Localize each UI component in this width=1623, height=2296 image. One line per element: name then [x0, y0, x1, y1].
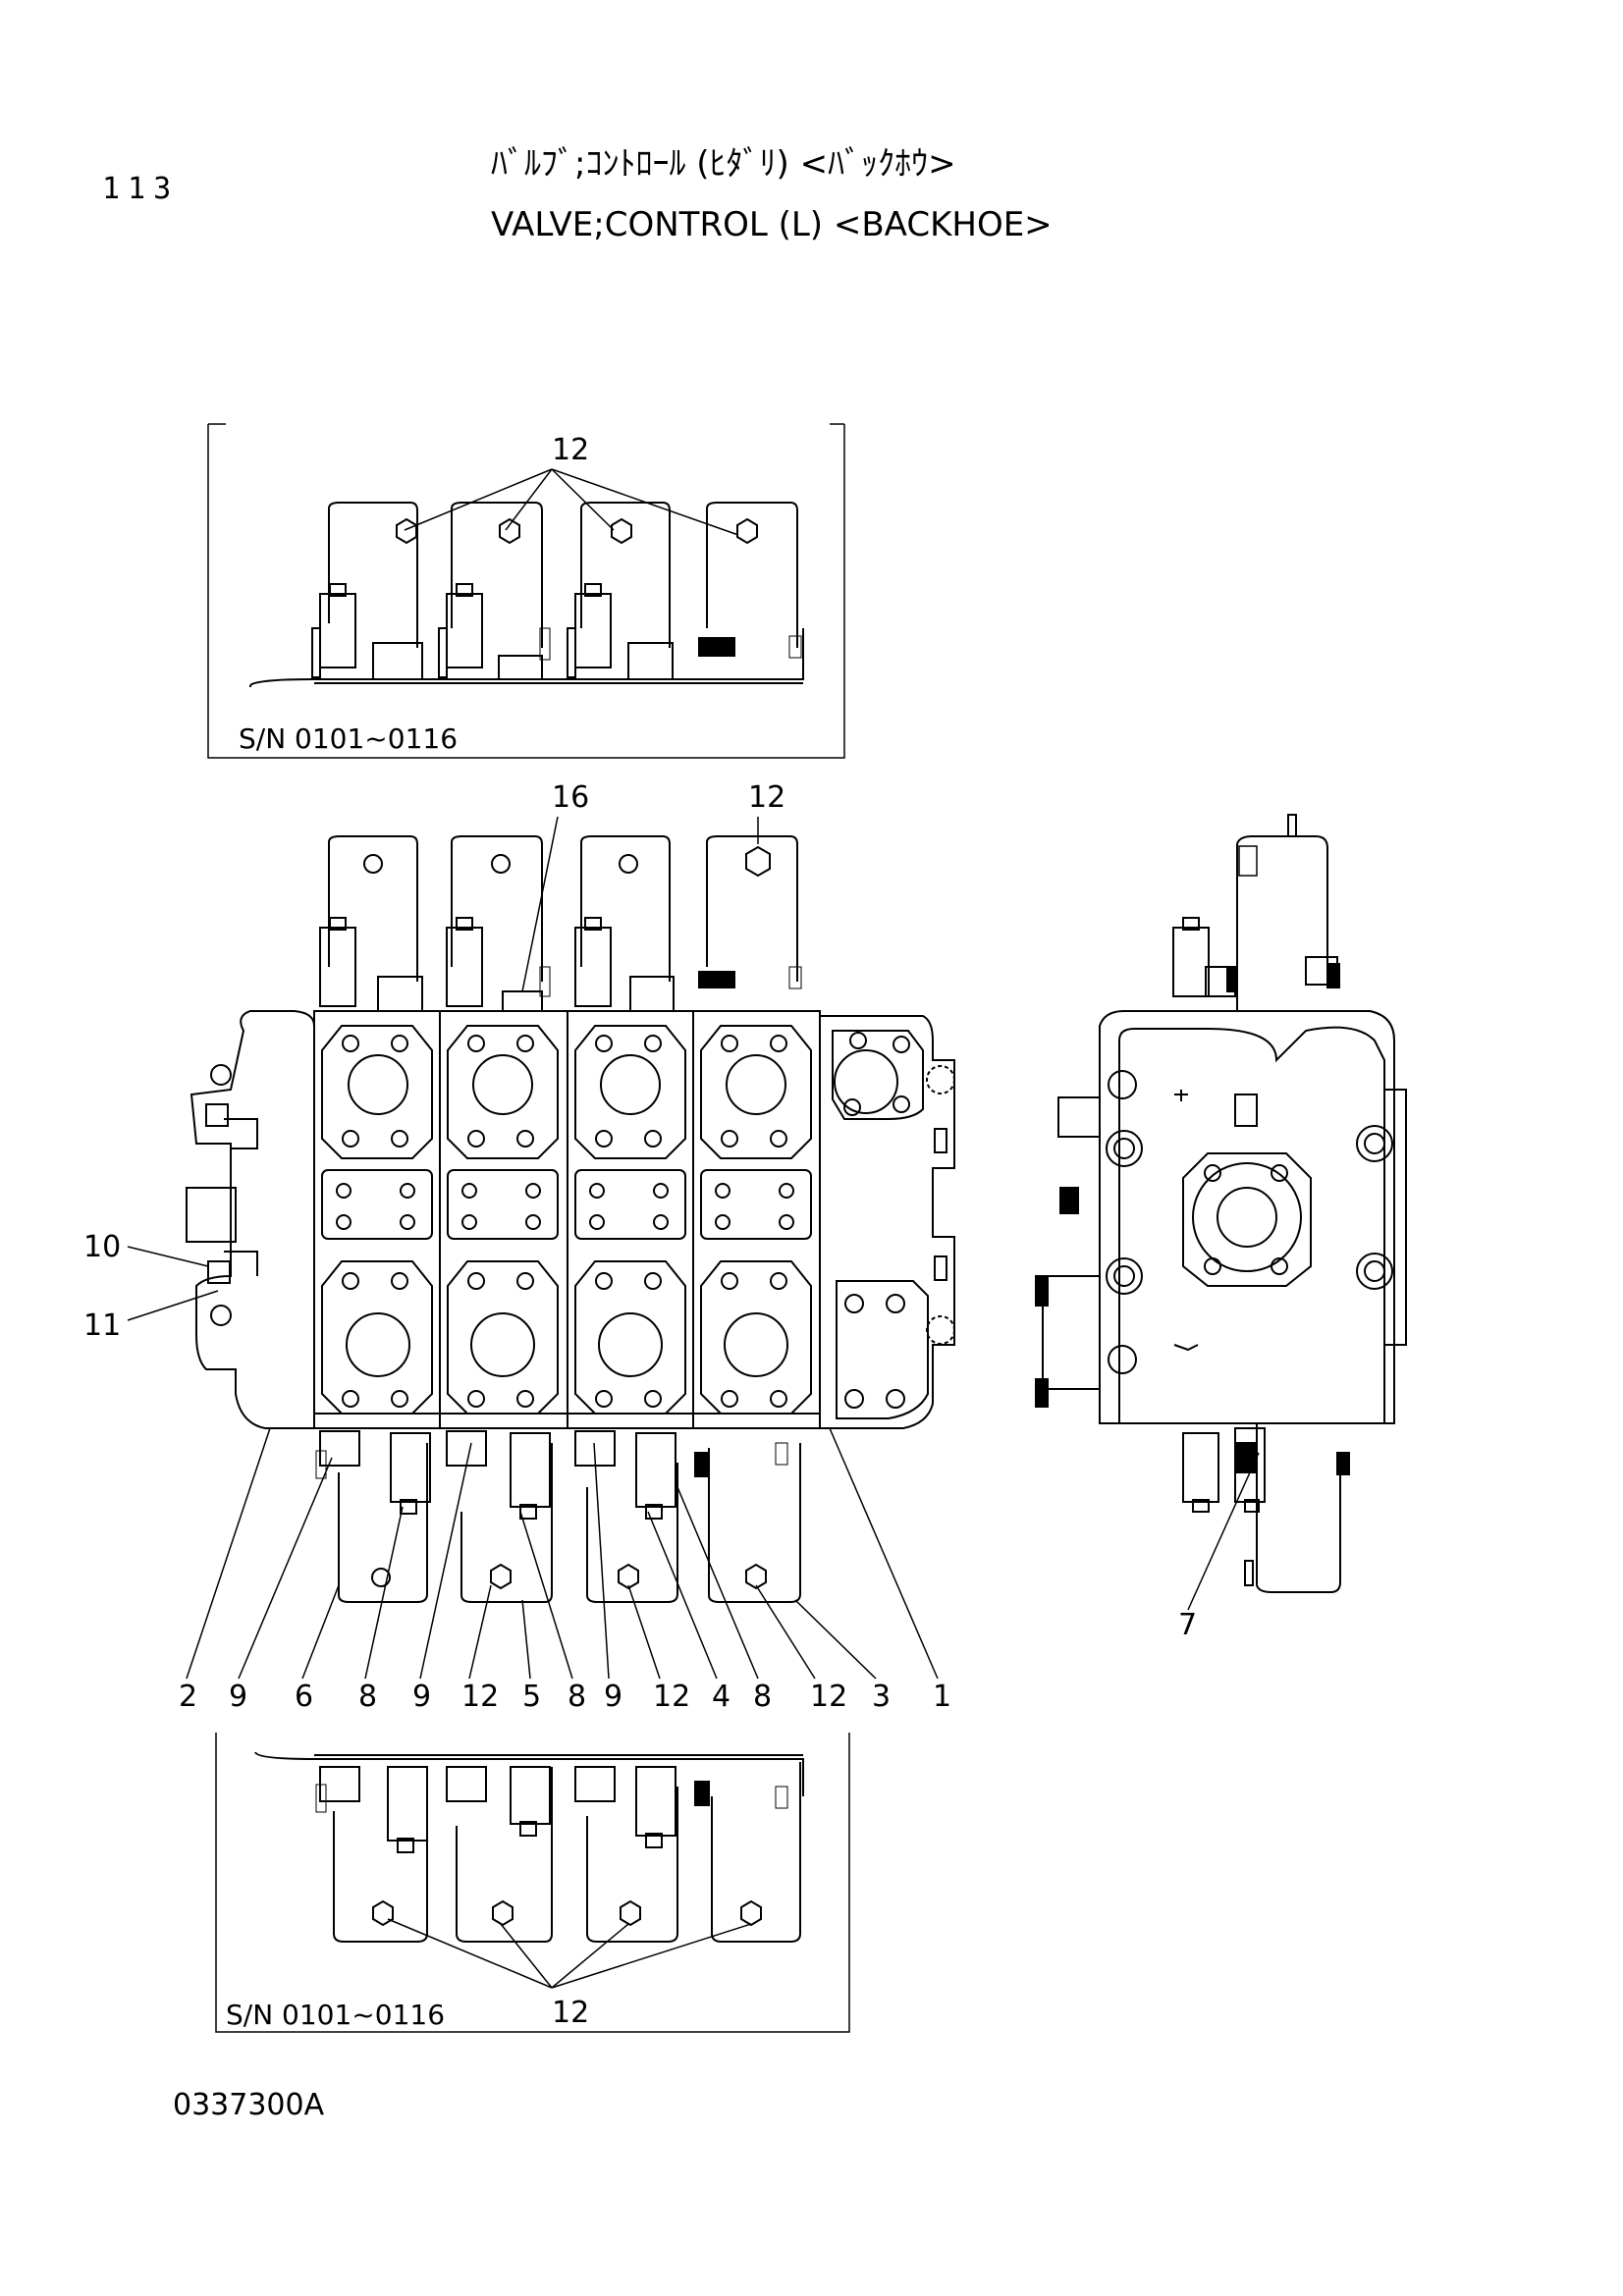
callout-8: 8	[753, 1680, 772, 1714]
callout-1: 1	[933, 1680, 951, 1714]
callout-11: 11	[83, 1308, 121, 1343]
top-inset-fittings	[311, 583, 802, 680]
callout-9: 9	[412, 1680, 431, 1714]
title-japanese: ﾊﾞﾙﾌﾞ;ｺﾝﾄﾛｰﾙ (ﾋﾀﾞﾘ) <ﾊﾞｯｸﾎｳ>	[491, 144, 956, 184]
bottom-inset: S/N 0101~0116 12	[215, 1733, 850, 2033]
callout-5: 5	[522, 1680, 541, 1714]
bottom-inset-frame	[215, 1733, 850, 2033]
callout-12: 12	[810, 1680, 847, 1714]
callout-9: 9	[604, 1680, 622, 1714]
bottom-inset-callout-12: 12	[552, 1996, 589, 2030]
callout-8: 8	[568, 1680, 586, 1714]
side-view: 7	[1035, 814, 1407, 1642]
callout-3: 3	[872, 1680, 891, 1714]
section-1	[321, 1025, 433, 1415]
drawing-number: 0337300A	[173, 2088, 325, 2122]
callout-10: 10	[83, 1230, 121, 1264]
main-view: 16 12 10 11 2 9 6 8 9 12 5 8 9 12 4 8 12…	[83, 780, 955, 1714]
section-2	[447, 1025, 559, 1415]
bottom-callouts: 2 9 6 8 9 12 5 8 9 12 4 8 12 3 1	[179, 1680, 951, 1714]
callout-2: 2	[179, 1680, 197, 1714]
top-inset-serial: S/N 0101~0116	[239, 722, 458, 755]
top-inset-callout-12: 12	[552, 433, 589, 467]
top-inset-frame	[207, 424, 845, 759]
callout-12-top: 12	[748, 780, 785, 815]
callout-12: 12	[653, 1680, 690, 1714]
page-number: 113	[102, 172, 180, 206]
callout-7: 7	[1178, 1608, 1197, 1642]
main-view-sections	[321, 1025, 812, 1415]
callout-8: 8	[358, 1680, 377, 1714]
callout-6: 6	[295, 1680, 313, 1714]
main-view-top-caps	[319, 835, 802, 1012]
top-inset-spool-caps	[328, 502, 798, 648]
callout-16: 16	[552, 780, 589, 815]
section-3	[574, 1025, 686, 1415]
section-4	[700, 1025, 812, 1415]
callout-12: 12	[461, 1680, 499, 1714]
callout-9: 9	[229, 1680, 247, 1714]
main-view-bottom-caps	[315, 1430, 801, 1603]
callout-4: 4	[712, 1680, 730, 1714]
bottom-inset-serial: S/N 0101~0116	[226, 1999, 445, 2031]
top-inset: S/N 0101~0116 12	[207, 423, 845, 759]
title-english: VALVE;CONTROL (L) <BACKHOE>	[491, 205, 1053, 244]
